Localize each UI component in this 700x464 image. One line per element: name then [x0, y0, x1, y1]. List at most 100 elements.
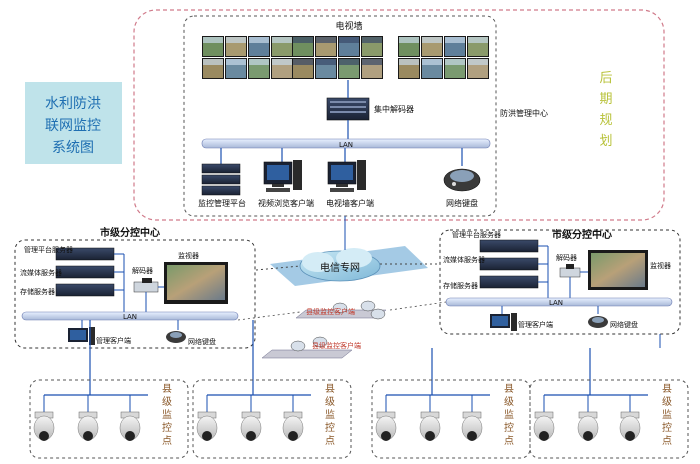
county-label-char: 级: [662, 396, 672, 408]
svg-text:规: 规: [599, 113, 612, 128]
dome-camera-icon: [119, 411, 141, 441]
left-lan-bar: [21, 311, 239, 321]
top-device-label-2: 视频浏览客户端: [258, 198, 314, 208]
county-label-char: 县: [662, 383, 672, 395]
telecom-network-cloud: [270, 246, 428, 286]
left-monitor-icon: [164, 262, 228, 304]
county-client-laptops-2: [261, 336, 353, 359]
left-client-label: 管理客户端: [96, 336, 131, 345]
tv-screen-sky: [316, 37, 336, 43]
tv-screen-sky: [468, 59, 488, 65]
tv-screen-sky: [468, 37, 488, 43]
tv-screen-sky: [422, 59, 442, 65]
right-decoder-icon: [559, 264, 581, 278]
top-lan-label: LAN: [339, 141, 353, 149]
right-city-title: 市级分控中心: [552, 228, 612, 241]
county-client-laptops-1: [295, 300, 387, 320]
right-city-center-box: [439, 229, 681, 335]
tv-screen-sky: [362, 59, 382, 65]
tv-screen-sky: [316, 59, 336, 65]
tv-wall: [202, 36, 489, 79]
right-monitor-icon: [588, 250, 648, 290]
county-label-char: 点: [325, 435, 335, 447]
svg-text:期: 期: [599, 92, 612, 107]
tv-screen-sky: [445, 59, 465, 65]
left-city-title: 市级分控中心: [100, 226, 160, 239]
left-client-pc-icon: [68, 327, 95, 345]
tv-screen-sky: [203, 59, 223, 65]
county-label-char: 监: [162, 408, 172, 421]
dome-camera-icon: [375, 411, 397, 441]
monitoring-platform-server-icon: [201, 163, 241, 196]
video-client-pc-icon: [263, 160, 302, 192]
left-city-center-box: [14, 239, 256, 349]
dome-camera-icon: [461, 411, 483, 441]
tv-screen-sky: [339, 37, 359, 43]
telecom-link-left: [255, 265, 301, 271]
county-label-char: 点: [662, 435, 672, 447]
dome-camera-icon: [419, 411, 441, 441]
tv-screen-sky: [249, 59, 269, 65]
title-line-2: 联网监控: [45, 118, 101, 134]
tv-screen-sky: [293, 37, 313, 43]
top-device-label-3: 电视墙客户端: [326, 198, 374, 208]
svg-text:后: 后: [599, 71, 612, 86]
title-box: 水利防洪 联网监控 系统图: [25, 82, 122, 164]
tv-screen-sky: [422, 37, 442, 43]
county-label-char: 点: [504, 435, 514, 447]
dome-camera-icon: [577, 411, 599, 441]
county-label-char: 监: [504, 408, 514, 421]
right-keyboard-label: 网络键盘: [610, 320, 638, 329]
tv-screen-sky: [226, 59, 246, 65]
county-label-char: 级: [162, 396, 172, 408]
tv-screen-sky: [203, 37, 223, 43]
title-line-1: 水利防洪: [45, 96, 101, 112]
right-monitor-label: 监视器: [650, 261, 671, 270]
top-device-label-4: 网络键盘: [446, 198, 478, 208]
county-client-label-1: 县级监控客户端: [306, 307, 355, 316]
right-server-label-3: 存储服务器: [443, 281, 478, 290]
right-servers: [479, 239, 539, 289]
right-client-label: 管理客户端: [518, 320, 553, 329]
dome-camera-icon: [240, 411, 262, 441]
future-planning-region: [133, 9, 665, 221]
left-decoder-label: 解码器: [132, 266, 153, 275]
county-label-char: 控: [162, 421, 172, 434]
left-keyboard-icon: [166, 331, 186, 343]
central-decoder-icon: [326, 97, 370, 121]
flood-center-box: [183, 15, 497, 217]
left-server-label-1: 管理平台服务器: [24, 245, 73, 254]
county-label-char: 监: [662, 408, 672, 421]
county-label-char: 级: [325, 396, 335, 408]
county-label-char: 级: [504, 396, 514, 408]
title-line-3: 系统图: [52, 140, 94, 156]
tv-screen-sky: [293, 59, 313, 65]
county-label-char: 县: [504, 383, 514, 395]
county-label-char: 县: [325, 383, 335, 395]
county-label-char: 控: [325, 421, 335, 434]
dome-camera-icon: [533, 411, 555, 441]
tv-screen-sky: [249, 37, 269, 43]
left-monitor-label: 监视器: [178, 251, 199, 260]
right-lan-label: LAN: [549, 299, 563, 307]
county-label-char: 县: [162, 383, 172, 395]
dome-camera-icon: [33, 411, 55, 441]
tv-screen-sky: [272, 37, 292, 43]
left-keyboard-label: 网络键盘: [188, 337, 216, 346]
flood-center-label: 防洪管理中心: [500, 108, 548, 118]
county-client-label-2: 县级监控客户端: [312, 341, 361, 350]
right-decoder-label: 解码器: [556, 253, 577, 262]
dome-camera-icon: [619, 411, 641, 441]
top-lan-bar: [201, 138, 491, 149]
county-label-char: 控: [662, 421, 672, 434]
left-decoder-icon: [133, 278, 159, 293]
left-server-label-3: 存储服务器: [20, 287, 55, 296]
future-label: 后 期 规 划: [599, 71, 612, 149]
left-lan-label: LAN: [123, 313, 137, 321]
county-label-char: 点: [162, 435, 172, 447]
tv-screen-sky: [226, 37, 246, 43]
tv-wall-client-pc-icon: [327, 160, 366, 192]
telecom-label: 电信专网: [320, 261, 360, 274]
tv-screen-sky: [272, 59, 292, 65]
